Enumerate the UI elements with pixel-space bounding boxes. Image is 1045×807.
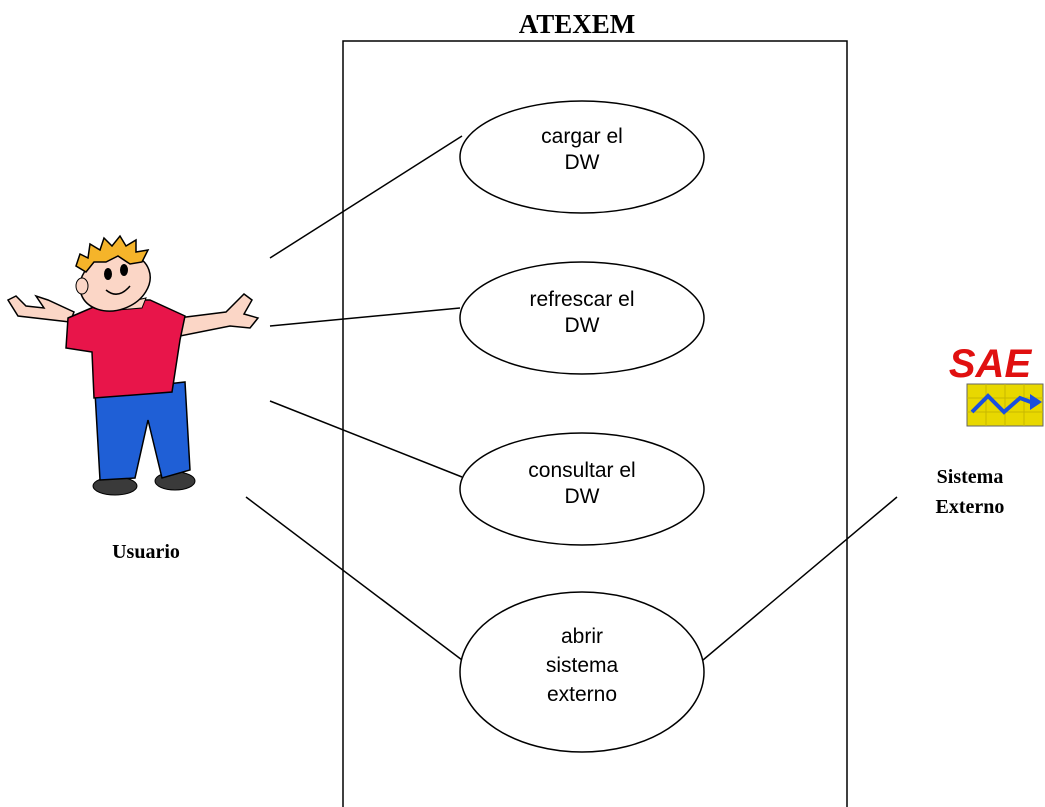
use-case-text: DW bbox=[565, 485, 600, 508]
usuario-label: Usuario bbox=[112, 541, 180, 563]
use-case-ellipse bbox=[459, 432, 705, 546]
association-line bbox=[269, 135, 463, 259]
use-case-text: externo bbox=[547, 683, 617, 706]
association-line bbox=[269, 400, 463, 478]
use-case-ellipse bbox=[459, 591, 705, 753]
use-case-refrescar[interactable]: refrescar el DW bbox=[459, 261, 705, 375]
association-line bbox=[245, 496, 463, 661]
association-line bbox=[702, 496, 898, 661]
use-case-consultar[interactable]: consultar el DW bbox=[459, 432, 705, 546]
use-case-text: sistema bbox=[546, 654, 619, 677]
sistema-externo-label-line1: Sistema bbox=[937, 466, 1004, 488]
association-line bbox=[269, 307, 461, 327]
use-case-text: refrescar el bbox=[529, 288, 634, 311]
system-title: ATEXEM bbox=[519, 9, 636, 39]
use-case-text: DW bbox=[565, 151, 600, 174]
use-case-text: abrir bbox=[561, 625, 603, 648]
use-case-cargar[interactable]: cargar el DW bbox=[459, 100, 705, 214]
use-case-text: DW bbox=[565, 314, 600, 337]
use-case-abrir-sistema-externo[interactable]: abrir sistema externo bbox=[459, 591, 705, 753]
usuario-actor-icon bbox=[6, 234, 260, 496]
sae-logo-icon: SAE bbox=[949, 342, 1044, 427]
sistema-externo-label-line2: Externo bbox=[936, 496, 1005, 518]
use-case-ellipse bbox=[459, 100, 705, 214]
use-case-text: consultar el bbox=[528, 459, 635, 482]
use-case-text: cargar el bbox=[541, 125, 623, 148]
use-case-ellipse bbox=[459, 261, 705, 375]
system-boundary bbox=[342, 40, 848, 807]
sae-logo-text: SAE bbox=[949, 342, 1033, 386]
